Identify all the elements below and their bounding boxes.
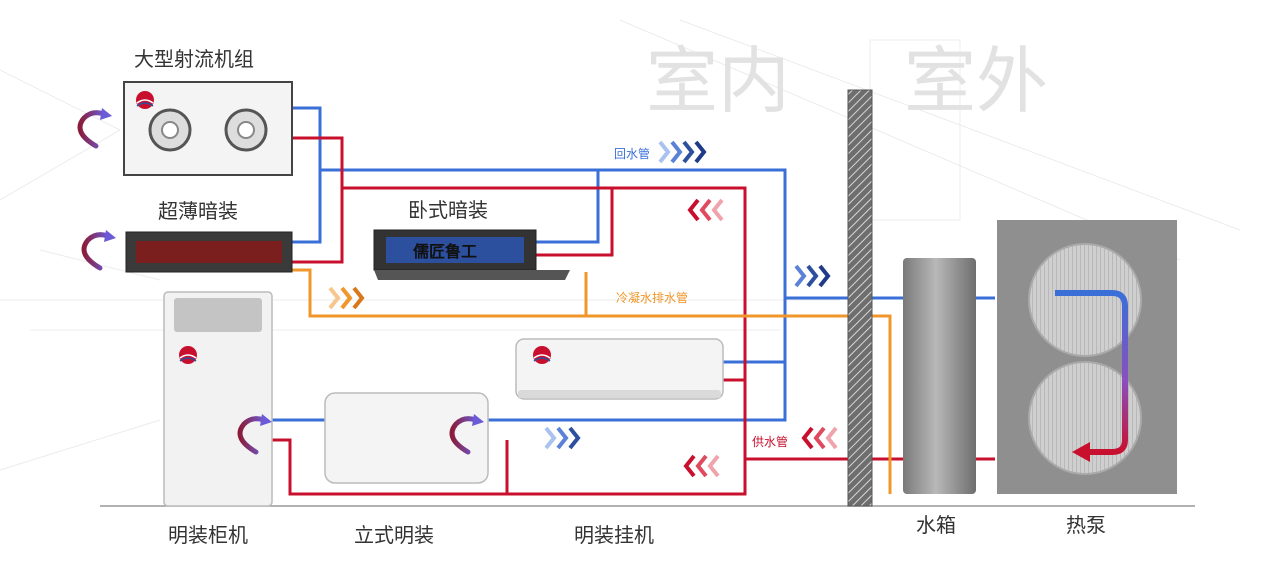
logo-icon (533, 346, 551, 364)
thin-unit (125, 231, 293, 273)
condensate-flow-chevron-icon (328, 286, 365, 310)
logo-icon (179, 346, 197, 364)
return-flow-chevron-icon (658, 140, 707, 164)
condensate-pipe (292, 268, 892, 494)
jet-unit (123, 81, 293, 176)
horizontal-unit-brand: 儒匠鲁工 (413, 242, 477, 261)
return-flow-chevron-icon (794, 264, 831, 288)
supply-flow-chevron-icon (683, 454, 720, 478)
thin-unit-label: 超薄暗装 (158, 199, 238, 223)
zone-outdoor-label: 室外 (904, 39, 1048, 123)
logo-icon (136, 91, 154, 109)
water-tank (903, 258, 976, 494)
return-pipe-label: 回水管 (614, 146, 650, 161)
supply-flow-chevron-icon (687, 198, 724, 222)
airflow-curl-icon (77, 110, 479, 455)
horizontal-unit (373, 229, 570, 280)
heat-pump-label: 热泵 (1066, 513, 1106, 537)
airflow-arrowhead-icon (100, 108, 484, 426)
water-tank-label: 水箱 (916, 513, 956, 537)
vertical-unit-label: 立式明装 (354, 523, 434, 547)
cabinet-unit (163, 291, 273, 507)
exterior-wall (847, 89, 873, 507)
wall-unit-label: 明装挂机 (574, 523, 654, 547)
zone-indoor-label: 室内 (646, 39, 790, 123)
return-pipes (271, 106, 995, 422)
heat-pump (997, 220, 1177, 494)
horizontal-unit-label: 卧式暗装 (408, 198, 488, 222)
wall-unit (515, 338, 724, 400)
jet-unit-label: 大型射流机组 (134, 47, 254, 71)
supply-pipe-label: 供水管 (752, 434, 788, 449)
condensate-pipe-label: 冷凝水排水管 (616, 290, 688, 305)
cabinet-unit-label: 明装柜机 (168, 523, 248, 547)
vertical-unit (324, 392, 489, 484)
supply-flow-chevron-icon (801, 426, 838, 450)
return-flow-chevron-icon (544, 426, 581, 450)
